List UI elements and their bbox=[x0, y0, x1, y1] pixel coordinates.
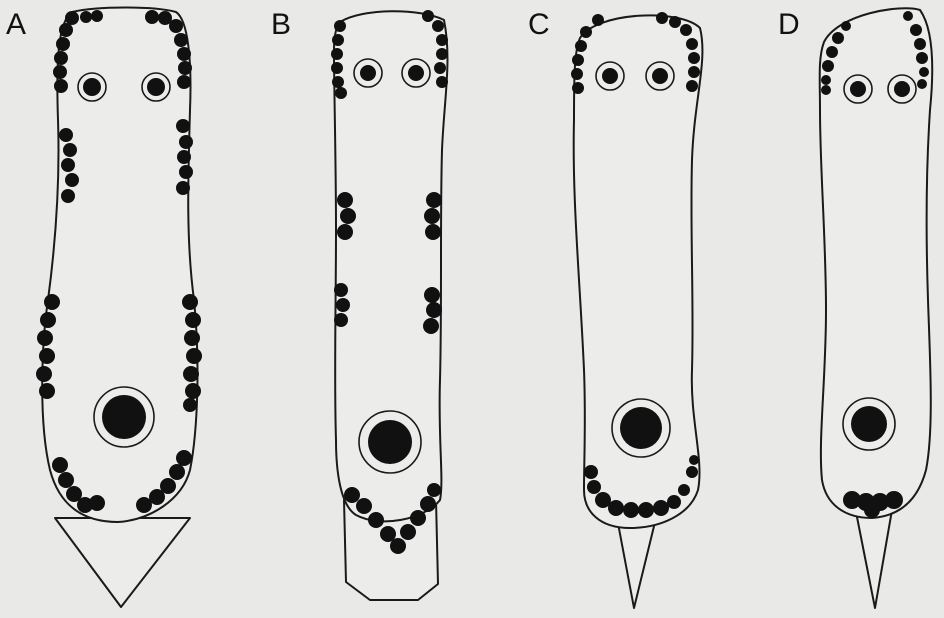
panel-d-label: D bbox=[778, 8, 800, 41]
panel-d-tail bbox=[856, 510, 892, 608]
panel-a-central-organ bbox=[94, 387, 154, 447]
panel-c-body-outline bbox=[574, 15, 703, 528]
panel-c-central-organ bbox=[612, 399, 670, 457]
panel-c: C bbox=[528, 8, 702, 608]
panel-c-tail bbox=[617, 518, 656, 608]
panel-b-label: B bbox=[271, 8, 291, 41]
panel-b: B bbox=[271, 8, 448, 600]
panel-c-label: C bbox=[528, 8, 550, 41]
panel-b-central-organ bbox=[359, 411, 421, 473]
panel-a-label: A bbox=[6, 8, 26, 41]
panel-d: D bbox=[778, 8, 932, 608]
panel-a: A bbox=[6, 8, 202, 608]
panel-a-tail bbox=[55, 518, 190, 607]
